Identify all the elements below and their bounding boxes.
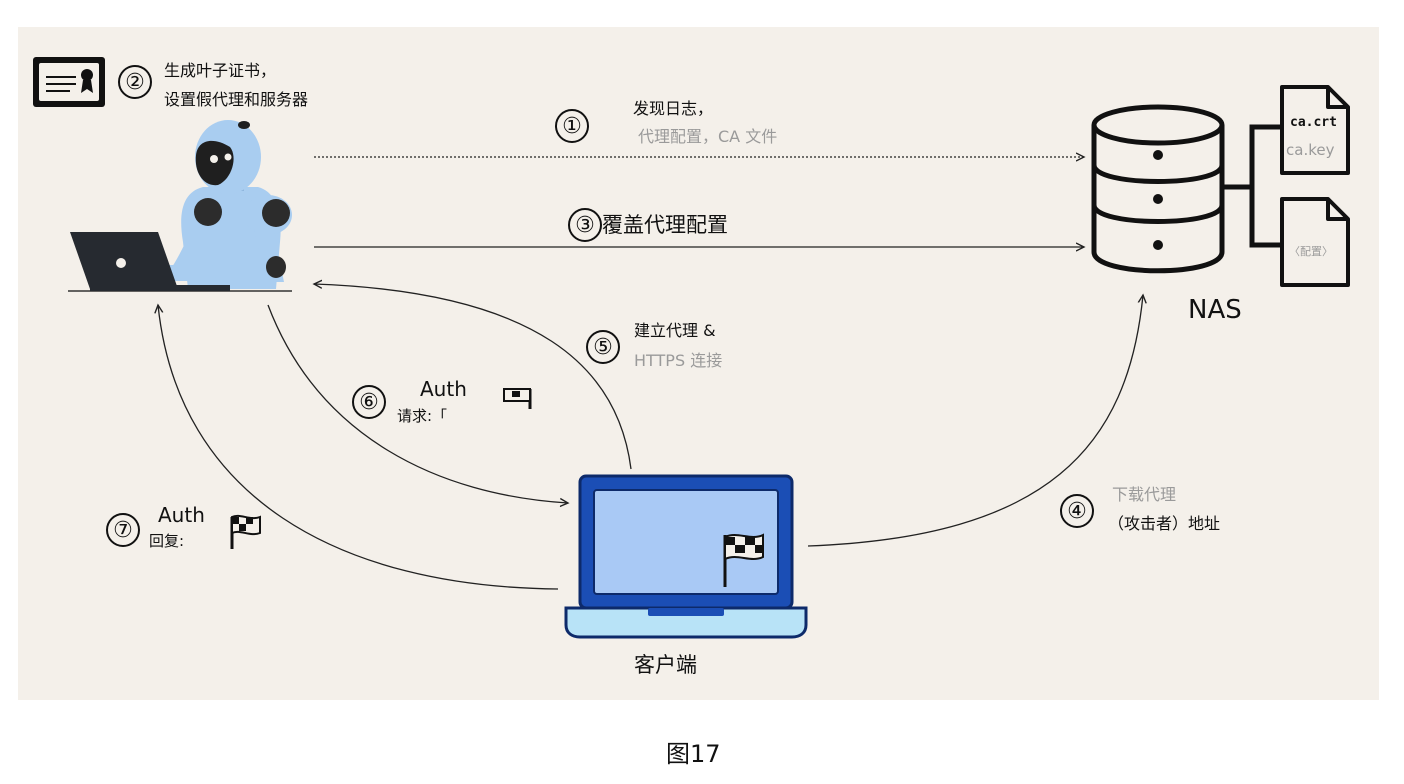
step2-line1: 生成叶子证书， [164, 61, 277, 80]
step1-badge: ① [555, 109, 589, 143]
step6-badge: ⑥ [352, 385, 386, 419]
step4-line2: （攻击者）地址 [1108, 514, 1221, 533]
step7-line1: Auth [158, 503, 205, 527]
diagram-graphics [33, 57, 1350, 639]
robot-hacker-icon [68, 120, 292, 292]
flag-icon-step6 [503, 388, 532, 409]
step6-line2: 请求:「 [397, 407, 448, 425]
step3-badge: ③ [568, 208, 602, 242]
client-label: 客户端 [634, 653, 697, 677]
step5-badge: ⑤ [586, 330, 620, 364]
diagram-canvas: ② 生成叶子证书， 设置假代理和服务器 ① 发现日志， 代理配置，CA 文件 ③… [18, 27, 1379, 700]
database-icon [1091, 104, 1225, 274]
step5-line1: 建立代理 & [634, 321, 716, 340]
step2-line2: 设置假代理和服务器 [164, 90, 309, 109]
laptop-icon [564, 474, 808, 639]
flag-icon-step7 [230, 514, 261, 549]
step5-line2: HTTPS 连接 [634, 351, 723, 370]
step4-line1: 下载代理 [1112, 485, 1177, 504]
arrows [158, 157, 1143, 590]
step4-badge: ④ [1060, 494, 1094, 528]
step6-line1: Auth [420, 377, 467, 401]
arrow-step6 [267, 304, 568, 503]
arrow-step5 [314, 284, 632, 470]
arrow-step4 [807, 295, 1143, 547]
step3-label: 覆盖代理配置 [602, 213, 728, 237]
file-connectors [1224, 124, 1282, 248]
certificate-icon [33, 57, 105, 107]
file1-line1: ca.crt [1290, 115, 1337, 130]
checkered-flag-icon [723, 533, 764, 587]
arrow-step7 [158, 305, 559, 590]
step1-line2: 代理配置，CA 文件 [638, 127, 778, 146]
file-icon [1280, 85, 1350, 287]
step7-line2: 回复: [149, 532, 185, 550]
nas-label: NAS [1188, 295, 1242, 325]
step2-badge: ② [118, 65, 152, 99]
step1-line1: 发现日志， [633, 99, 714, 118]
file2-line1: 〈配置〉 [1289, 245, 1333, 258]
database-dots [1153, 150, 1163, 250]
file1-line2: ca.key [1286, 141, 1335, 159]
step7-badge: ⑦ [106, 513, 140, 547]
figure-caption: 图17 [666, 740, 721, 768]
